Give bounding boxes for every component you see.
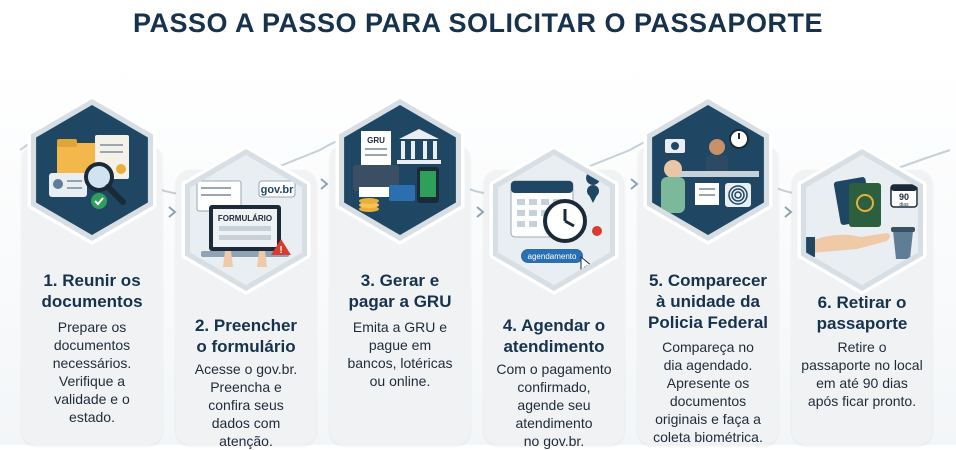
page-title: PASSO A PASSO PARA SOLICITAR O PASSAPORT… [132, 8, 824, 38]
calendar-clock-icon: agendamento [510, 171, 602, 274]
step-2-title: 2. Preencher o formulário [194, 316, 298, 356]
chevron-right-icon [168, 206, 177, 218]
step-2-hexagon: gov.br FORMULÁRIO ! [171, 145, 321, 295]
days-number: 90 [899, 192, 909, 202]
step-6-hexagon: 90 dias [787, 145, 937, 295]
chevron-right-icon [630, 178, 639, 190]
form-label: FORMULÁRIO [218, 214, 272, 223]
chevron-right-icon [476, 206, 485, 218]
step-5-hexagon [633, 95, 783, 245]
payment-bank-printer-icon: GRU [353, 129, 441, 212]
step-1-hexagon [17, 95, 167, 245]
laptop-form-icon: gov.br FORMULÁRIO ! [196, 180, 296, 267]
step-4-hexagon: agendamento [479, 145, 629, 295]
documents-folder-magnifier-icon [49, 135, 129, 209]
step-5-title: 5. Comparecer à unidade da Policia Feder… [648, 271, 768, 332]
chevron-right-icon [784, 206, 793, 218]
step-6-title: 6. Retirar o passaporte [816, 293, 908, 333]
step-4-title: 4. Agendar o atendimento [502, 316, 606, 356]
step-1-title: 1. Reunir os documentos [41, 271, 143, 311]
passport-hand-icon: 90 dias [806, 177, 918, 259]
chevron-right-icon [320, 178, 329, 190]
step-4-description: Com o pagamento confirmado, agende seu a… [496, 361, 612, 449]
gov-br-logo-label: gov.br [261, 184, 295, 196]
step-2-description: Acesse o gov.br. Preencha e confira seus… [194, 361, 298, 449]
police-office-biometrics-icon [661, 129, 759, 213]
step-6-description: Retire o passaporte no local em até 90 d… [801, 339, 923, 409]
step-1-description: Prepare os documentos necessários. Verif… [52, 319, 132, 425]
days-label: dias [899, 202, 909, 208]
step-3-title: 3. Gerar e pagar a GRU [348, 271, 452, 311]
step-5-description: Compareça no dia agendado. Apresente os … [653, 339, 763, 445]
gru-label: GRU [367, 136, 385, 145]
step-3-description: Emita a GRU e pague em bancos, lotéricas… [347, 319, 453, 389]
agendamento-button-label: agendamento [528, 252, 577, 261]
svg-text:!: ! [279, 245, 282, 256]
step-3-hexagon: GRU [325, 95, 475, 245]
